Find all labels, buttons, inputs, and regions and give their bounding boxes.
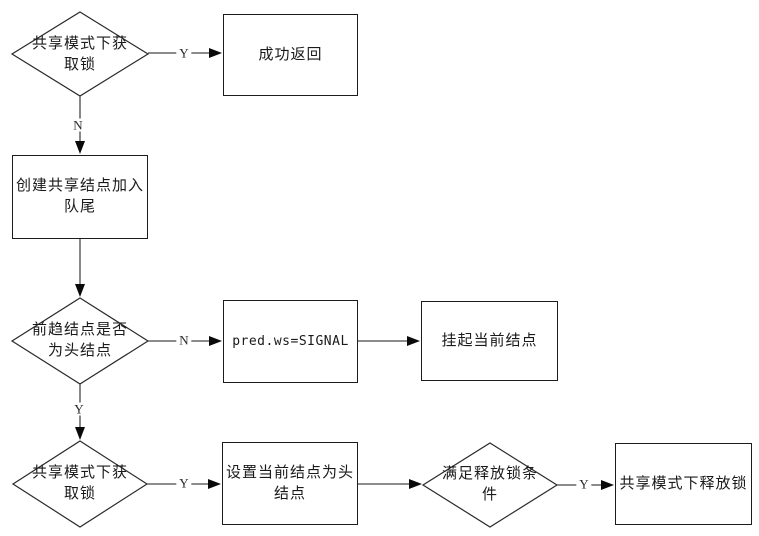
process-release-shared-lock-label: 共享模式下释放锁 <box>619 475 748 492</box>
process-create-shared-node: 创建共享结点加入 队尾 <box>12 155 148 239</box>
decision-acquire-shared-lock-1-shape <box>10 11 150 97</box>
process-pred-ws-signal-label: pred.ws=SIGNAL <box>232 334 349 349</box>
arrowhead-acquire1-to-success <box>209 48 222 58</box>
arrowhead-sethead-to-release-cond <box>409 479 422 489</box>
arrowhead-create-to-predhead <box>75 284 85 297</box>
process-set-current-as-head: 设置当前结点为头 结点 <box>222 442 358 525</box>
arrowhead-release-cond-to-release <box>601 480 614 490</box>
arrowhead-signal-to-park <box>407 336 420 346</box>
edge-label-acquire2-yes: Y <box>176 476 192 490</box>
edge-label-acquire1-no: N <box>70 118 86 132</box>
process-park-current-node-label: 挂起当前结点 <box>441 332 538 349</box>
edge-label-release-yes: Y <box>576 477 592 491</box>
process-park-current-node: 挂起当前结点 <box>421 301 558 381</box>
arrowhead-predhead-to-signal <box>209 336 222 346</box>
edge-label-predhead-yes: Y <box>71 402 87 416</box>
process-success-return: 成功返回 <box>223 14 358 96</box>
process-release-shared-lock: 共享模式下释放锁 <box>615 443 752 525</box>
decision-release-condition-shape <box>421 442 559 528</box>
process-success-return-label: 成功返回 <box>258 46 323 63</box>
arrowhead-acquire2-to-sethead <box>208 479 221 489</box>
decision-pred-is-head-shape <box>10 297 150 385</box>
process-set-current-as-head-label: 设置当前结点为头 结点 <box>225 464 354 502</box>
decision-acquire-shared-lock-2-shape <box>11 440 149 528</box>
process-pred-ws-signal: pred.ws=SIGNAL <box>223 300 358 383</box>
process-create-shared-node-label: 创建共享结点加入 队尾 <box>15 178 144 215</box>
edge-label-predhead-no: N <box>176 333 192 347</box>
edge-label-acquire1-yes: Y <box>176 46 192 60</box>
arrowhead-acquire1-to-create <box>75 141 85 154</box>
arrowhead-predhead-to-acquire2 <box>75 427 85 440</box>
